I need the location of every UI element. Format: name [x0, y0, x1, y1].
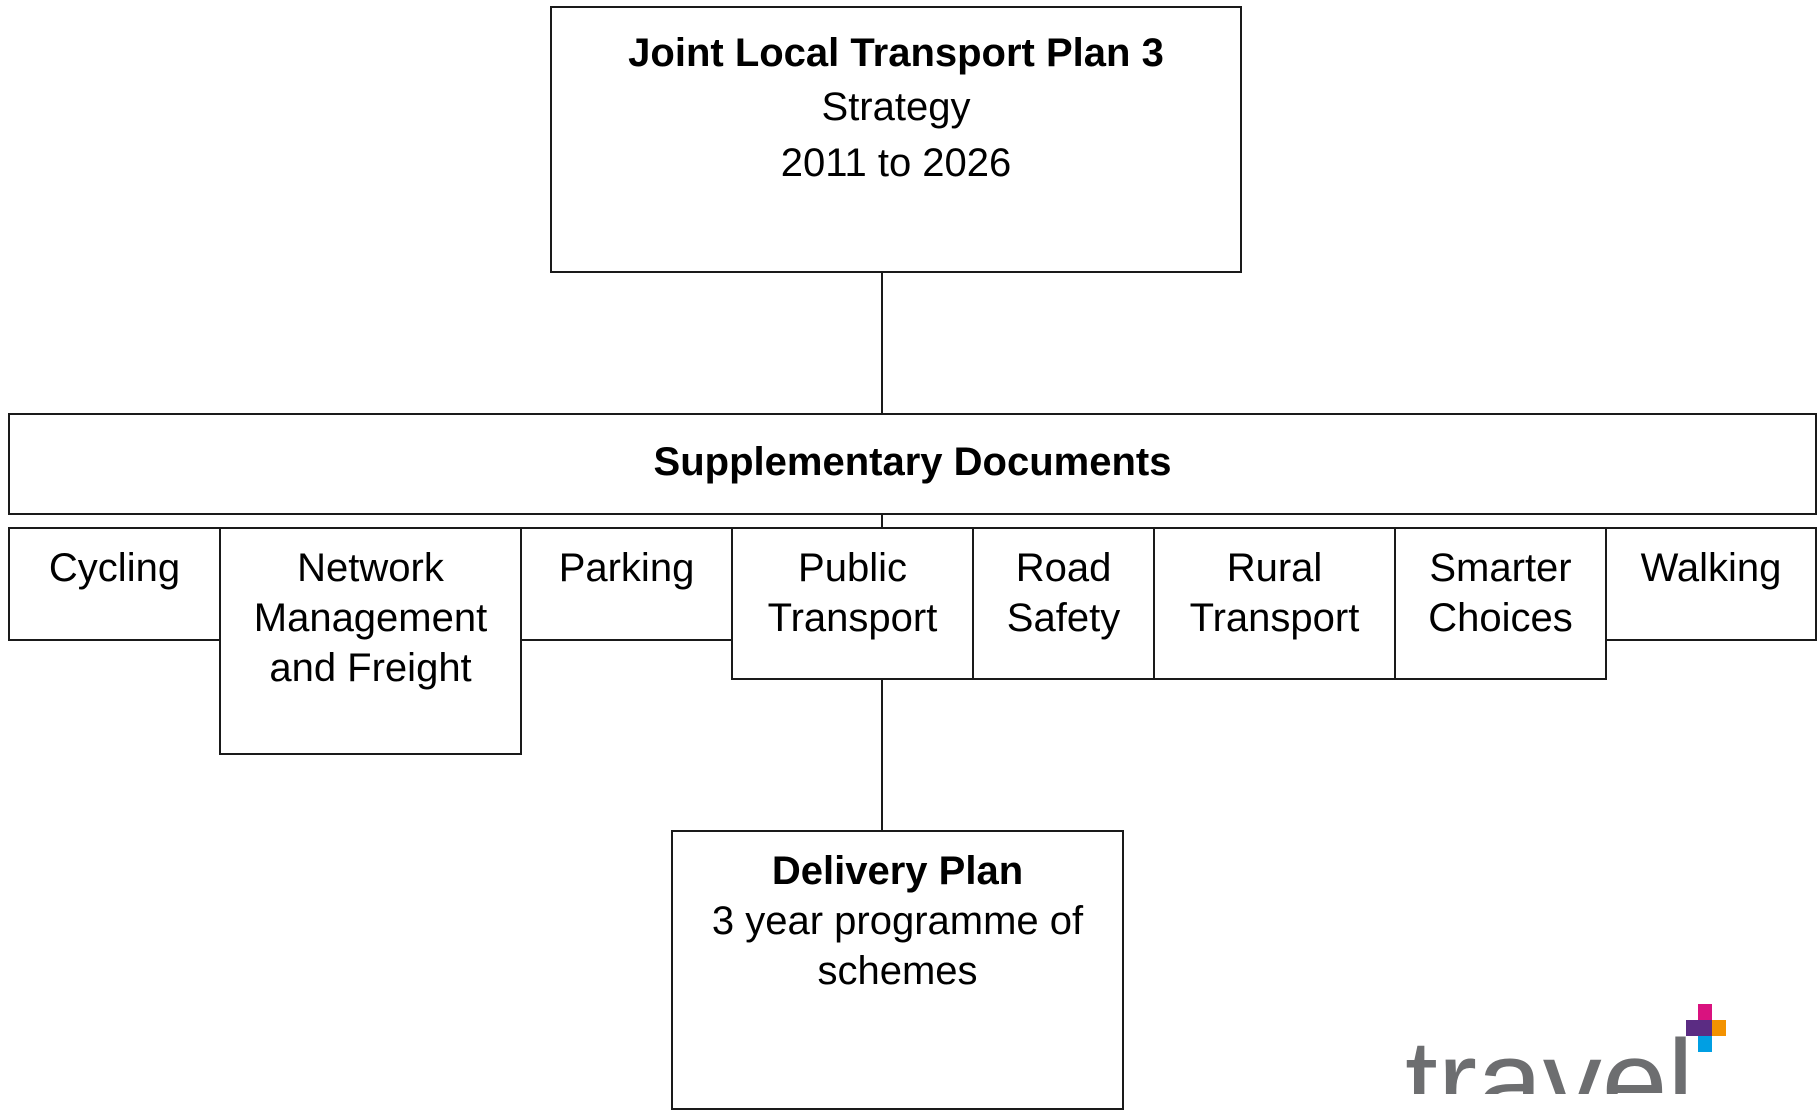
topic-label: Rural [1226, 546, 1323, 590]
logo-wordmark: travel [1405, 1016, 1694, 1094]
travel-logo-mark: travel [1405, 1004, 1726, 1094]
connector-supplementary-to-topics [881, 514, 883, 528]
topic-parking: Parking [520, 527, 733, 641]
delivery-box: Delivery Plan 3 year programme of scheme… [671, 830, 1124, 1110]
strategy-subtitle: Strategy [821, 85, 971, 129]
topic-cycling: Cycling [8, 527, 221, 641]
topic-label: Parking [558, 546, 695, 590]
topic-label: Management [253, 596, 488, 640]
topic-label: Public [798, 546, 907, 590]
travel-logo: travel [1405, 1004, 1745, 1094]
topic-label: and Freight [269, 646, 472, 690]
delivery-line-1: 3 year programme of [711, 899, 1084, 943]
connector-topics-to-delivery [881, 678, 883, 832]
topic-label: Road [1015, 546, 1112, 590]
strategy-period: 2011 to 2026 [780, 141, 1012, 185]
logo-plus-center [1698, 1020, 1712, 1036]
topic-public-transport: Public Transport [731, 527, 974, 680]
topic-network-management-freight: Network Management and Freight [219, 527, 522, 755]
delivery-title: Delivery Plan [771, 849, 1024, 893]
topic-label: Transport [1189, 596, 1360, 640]
topic-smarter-choices: Smarter Choices [1394, 527, 1607, 680]
topic-label: Transport [767, 596, 938, 640]
connector-strategy-to-supplementary [881, 272, 883, 414]
delivery-line-2: schemes [817, 949, 978, 993]
topic-label: Walking [1640, 546, 1782, 590]
logo-plus-right [1712, 1020, 1726, 1036]
supplementary-box: Supplementary Documents [8, 413, 1817, 515]
topic-label: Cycling [48, 546, 181, 590]
topic-walking: Walking [1605, 527, 1817, 641]
topic-label: Choices [1428, 596, 1573, 640]
topic-label: Network [297, 546, 444, 590]
topic-label: Safety [1006, 596, 1121, 640]
logo-plus-top [1698, 1004, 1712, 1020]
logo-plus-left [1686, 1020, 1700, 1036]
topic-road-safety: Road Safety [972, 527, 1155, 680]
logo-plus-bottom [1698, 1036, 1712, 1052]
topic-rural-transport: Rural Transport [1153, 527, 1396, 680]
supplementary-title: Supplementary Documents [653, 440, 1172, 484]
topic-label: Smarter [1429, 546, 1572, 590]
strategy-title: Joint Local Transport Plan 3 [628, 31, 1164, 75]
strategy-box: Joint Local Transport Plan 3 Strategy 20… [550, 6, 1242, 273]
